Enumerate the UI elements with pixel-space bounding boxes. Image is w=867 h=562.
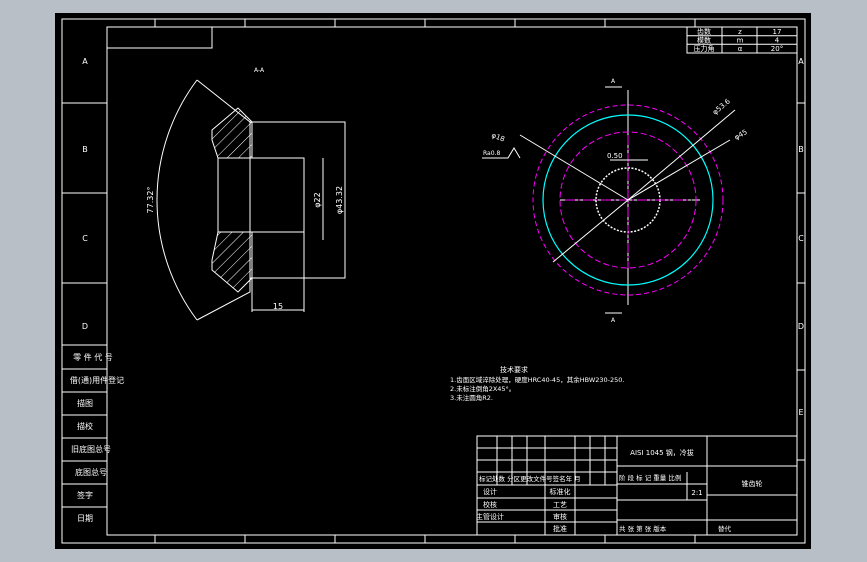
param-name: 压力角 — [694, 44, 715, 53]
tech-requirements: 技术要求 1.齿面区域淬除处理，硬度HRC40-45，其余HBW230-250.… — [450, 365, 624, 402]
hub-outline — [250, 121, 346, 279]
material: AISI 1045 钢，冷拔 — [630, 448, 694, 457]
dim-outer: φ53.6 — [711, 97, 732, 116]
zone-letter-right-e: E — [798, 408, 803, 417]
dim-inner: φ18 — [490, 131, 505, 143]
zone-letter-right-b: B — [798, 145, 804, 154]
param-value: 4 — [775, 37, 780, 45]
zone-letter-right-c: C — [798, 234, 804, 243]
zone-letter-right-a: A — [798, 57, 804, 66]
bore-outline — [217, 157, 305, 233]
dim-hub: φ43.32 — [335, 186, 344, 214]
dim-length: 15 — [273, 302, 283, 311]
param-value: 20° — [771, 45, 783, 53]
section-title-mark: A-A — [254, 67, 265, 74]
param-table: 齿数 z 17 模数 m 4 压力角 α 20° — [686, 26, 798, 54]
section-marker-top: A — [611, 78, 616, 85]
roughness-symbol — [482, 147, 521, 159]
zone-ticks — [154, 19, 805, 543]
left-panel-row: 描校 — [77, 421, 93, 431]
dim-bore: φ22 — [313, 192, 322, 207]
replace-label: 替代 — [718, 524, 732, 533]
hatch-upper — [211, 107, 253, 159]
gear-profile — [196, 79, 251, 321]
zone-letter-right-d: D — [798, 322, 804, 331]
left-panel-row: 签字 — [77, 490, 93, 500]
leader-lower — [552, 199, 629, 263]
zone-letter-left-d: D — [82, 322, 88, 331]
zone-letter-left-a: A — [82, 57, 88, 66]
tip-circle — [542, 114, 714, 286]
dim-od: φ45 — [733, 128, 749, 142]
param-symbol: z — [738, 28, 742, 36]
label-design: 设计 — [483, 487, 497, 496]
param-symbol: α — [738, 45, 743, 53]
tech-req-title: 技术要求 — [500, 365, 528, 374]
param-name: 模数 — [697, 36, 711, 45]
tech-req-line: 3.未注圆角R2. — [450, 393, 493, 402]
zone-letter-left-c: C — [82, 234, 88, 243]
tolerance: 0.50 — [607, 152, 623, 160]
leader-od — [627, 139, 731, 201]
label-review: 审核 — [553, 512, 567, 521]
section-marker-bottom: A — [611, 317, 616, 324]
part-name: 锥齿轮 — [742, 479, 763, 488]
label-approve: 批准 — [553, 524, 567, 533]
sheet-footer: 共 张 第 张 版本 — [619, 524, 667, 533]
drawing-canvas: A B C D 零 件 代 号 借(通)用件登记 描图 描校 旧底图总号 底图总… — [61, 18, 806, 544]
outer-border — [61, 18, 806, 544]
cad-viewport[interactable]: A B C D 零 件 代 号 借(通)用件登记 描图 描校 旧底图总号 底图总… — [55, 13, 811, 549]
zone-letter-left-b: B — [82, 145, 88, 154]
zone-strip-left — [62, 102, 107, 508]
left-panel-row: 借(通)用件登记 — [70, 375, 124, 385]
front-view: φ53.6 φ45 φ18 Ra0.8 0.50 A A — [482, 78, 749, 324]
revision-header: 标记处数 分区更改文件号签名年 月 — [479, 474, 581, 483]
left-panel-row: 底图总号 — [75, 467, 107, 477]
label-check: 校核 — [483, 500, 497, 509]
outer-circle — [532, 104, 724, 296]
section-view: A-A 15 φ22 φ43.32 77.32° — [146, 67, 346, 321]
pitch-arc — [156, 79, 198, 321]
left-panel-row: 描图 — [77, 398, 93, 408]
left-panel-row: 零 件 代 号 — [73, 352, 113, 362]
label-process: 工艺 — [553, 501, 567, 509]
roughness: Ra0.8 — [483, 150, 500, 157]
leader-inner — [519, 134, 629, 201]
left-panel-row: 日期 — [77, 514, 93, 523]
stage-row: 阶 段 标 记 重量 比例 — [619, 473, 681, 482]
param-value: 17 — [773, 28, 782, 36]
pitch-circle — [559, 131, 697, 269]
dim-angle: 77.32° — [146, 187, 155, 214]
top-left-box — [106, 26, 213, 49]
hatch-lower — [211, 231, 253, 293]
left-panel-row: 旧底图总号 — [71, 444, 111, 454]
label-standardization: 标准化 — [550, 487, 571, 496]
title-block — [476, 435, 798, 536]
param-name: 齿数 — [697, 27, 711, 36]
param-symbol: m — [737, 37, 744, 45]
tech-req-line: 2.未标注倒角2X45°。 — [450, 384, 515, 393]
leader-outer — [627, 109, 736, 201]
label-chief-design: 主管设计 — [476, 512, 504, 521]
inner-border — [106, 26, 798, 536]
scale: 2:1 — [691, 489, 702, 497]
tech-req-line: 1.齿面区域淬除处理，硬度HRC40-45，其余HBW230-250. — [450, 375, 624, 384]
